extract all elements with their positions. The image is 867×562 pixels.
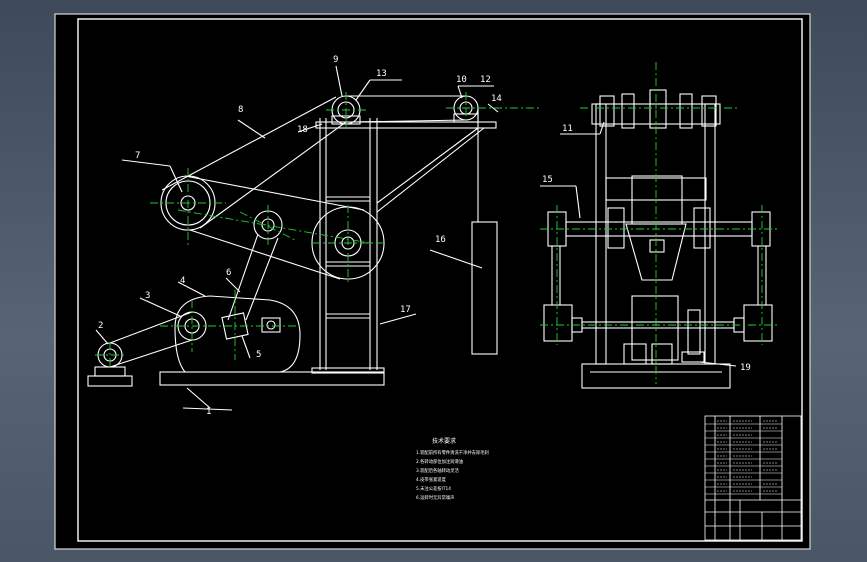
- part-label: 18: [297, 125, 308, 135]
- center-lines-right: [540, 62, 780, 384]
- part-label: 11: [562, 124, 573, 134]
- part-labels: 1 2 3 4 5 6 7 8 9 13 10 12 14 11 18 15 1…: [98, 55, 751, 417]
- part-label: 7: [135, 151, 140, 161]
- note-line: 2.各转动部位加注润滑油: [416, 458, 463, 465]
- note-line: 1.装配前所有零件清洗干净并去除毛刺: [416, 449, 489, 456]
- part-label: 10: [456, 75, 467, 85]
- top-beam: [315, 121, 497, 129]
- note-line: 3.装配后各轴转动灵活: [416, 467, 459, 474]
- part-label: 15: [542, 175, 553, 185]
- slider-5: [221, 312, 249, 340]
- drawing-inner-frame: [77, 18, 803, 542]
- part-label: 8: [238, 105, 243, 115]
- side-elevation-view: [540, 89, 773, 389]
- part-label: 9: [333, 55, 338, 65]
- technical-notes: 技术要求 1.装配前所有零件清洗干净并去除毛刺 2.各转动部位加注润滑油 3.装…: [416, 437, 489, 501]
- frame-base: [311, 367, 385, 374]
- gear-housing: [174, 295, 301, 373]
- part-label: 3: [145, 291, 150, 301]
- part-label: 6: [226, 268, 231, 278]
- part-label: 17: [400, 305, 411, 315]
- part-label: 4: [180, 276, 185, 286]
- hanging-weight: [471, 221, 498, 355]
- part-label: 5: [256, 350, 261, 360]
- part-label: 1: [206, 407, 211, 417]
- notes-title: 技术要求: [432, 437, 456, 445]
- note-line: 5.未注公差按IT14: [416, 485, 451, 492]
- part-label: 16: [435, 235, 446, 245]
- part-label: 13: [376, 69, 387, 79]
- part-label: 19: [740, 363, 751, 373]
- note-line: 4.皮带张紧适度: [416, 476, 447, 483]
- part-label: 14: [491, 94, 502, 104]
- center-lines-left: [95, 92, 540, 368]
- title-block-text-strokes: [717, 420, 778, 492]
- title-block: [704, 415, 802, 541]
- drawing-sheet: [54, 13, 811, 550]
- part-label: 2: [98, 321, 103, 331]
- note-line: 6.运转时无异常噪声: [416, 494, 454, 501]
- part-label: 12: [480, 75, 491, 85]
- title-block-rows: [705, 423, 782, 495]
